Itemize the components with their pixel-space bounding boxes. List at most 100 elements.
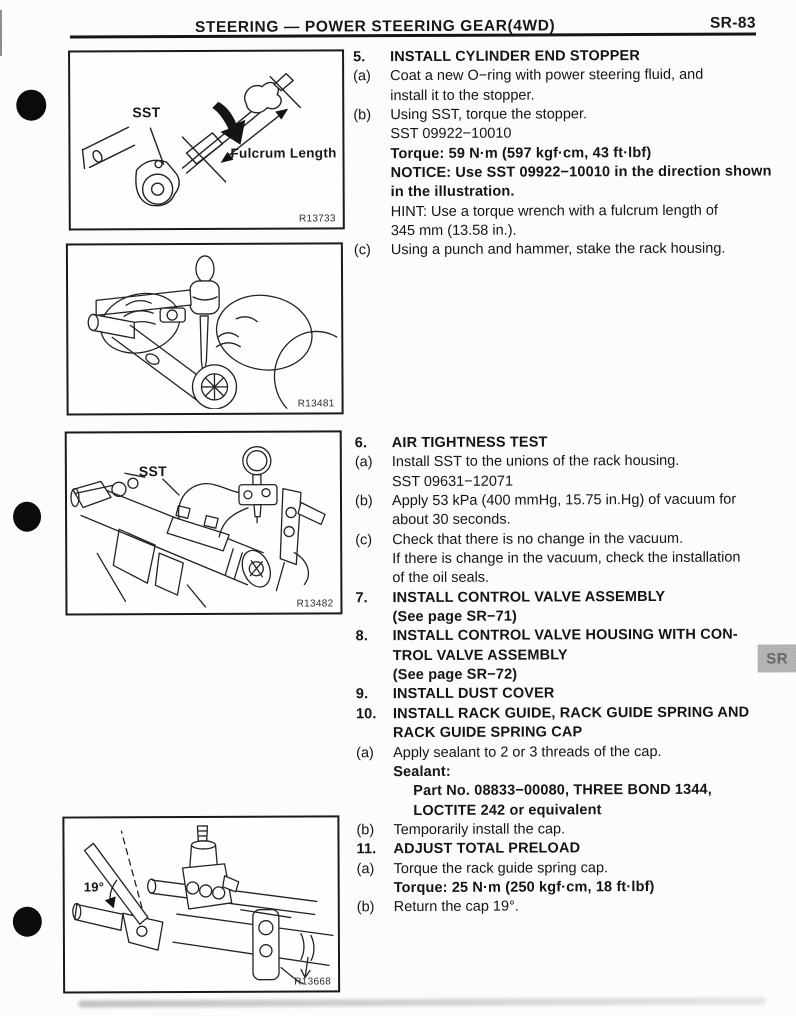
- step-text: Using SST, torque the stopper.: [390, 106, 588, 124]
- step-line: (b) Apply 53 kPa (400 mmHg, 15.75 in.Hg) …: [352, 491, 766, 512]
- step-line: of the oil seals.: [352, 568, 766, 589]
- step-text: Torque: 25 N·m (250 kgf·cm, 18 ft·lbf): [393, 878, 655, 897]
- step-marker: (a): [356, 744, 374, 761]
- step-line: SST 09922−10010: [350, 124, 764, 145]
- step-line: NOTICE: Use SST 09922−10010 in the direc…: [351, 163, 772, 184]
- figure-reference-number: R13733: [298, 213, 336, 225]
- step-line: (See page SR−72): [353, 665, 767, 686]
- step-line: (a) Torque the rack guide spring cap.: [354, 858, 768, 879]
- step-marker: 11.: [356, 841, 377, 858]
- figure-art-preload-adjust: [72, 825, 334, 985]
- step-marker: 8.: [355, 628, 369, 645]
- step-text: Part No. 08833−00080, THREE BOND 1344,: [413, 781, 712, 800]
- binder-hole: [13, 501, 42, 532]
- step-text: If there is change in the vacuum, check …: [392, 549, 741, 568]
- step-line: TROL VALVE ASSEMBLY: [353, 645, 767, 666]
- figure-art-torque-wrench: [81, 72, 301, 207]
- binder-hole: [16, 89, 47, 121]
- step-text: of the oil seals.: [392, 570, 490, 587]
- figure-box-cylinder-end-stopper: SST Fulcrum Length R13733: [68, 49, 345, 231]
- step-text: in the illustration.: [390, 183, 515, 201]
- step-line: (a)Coat a new O−ring with power steering…: [350, 66, 764, 87]
- header-rule: [69, 32, 756, 39]
- step-text: Apply 53 kPa (400 mmHg, 15.75 in.Hg) of …: [391, 491, 737, 510]
- instructions-sections-6-11: 6. AIR TIGHTNESS TEST (a) Install SST to th…: [352, 432, 768, 917]
- step-text: INSTALL RACK GUIDE, RACK GUIDE SPRING AN…: [392, 704, 750, 722]
- step-text: Install SST to the unions of the rack ho…: [391, 453, 680, 471]
- page-number: SR-83: [709, 14, 756, 32]
- scan-smudge-artifact: [78, 997, 767, 1008]
- step-marker: (a): [354, 454, 373, 471]
- step-marker: (a): [356, 860, 375, 877]
- step-line: 10. INSTALL RACK GUIDE, RACK GUIDE SPRING…: [353, 703, 767, 724]
- step-text: Torque: 59 N·m (597 kgf·cm, 43 ft·lbf): [390, 144, 652, 162]
- figure-box-air-tightness-test: SST R13482: [64, 430, 343, 616]
- step-text: INSTALL DUST COVER: [392, 685, 555, 703]
- step-line: (See page SR−71): [352, 607, 766, 628]
- step-line: 11. ADJUST TOTAL PRELOAD: [353, 839, 767, 860]
- figure-box-stake-housing: R13481: [65, 242, 344, 416]
- instructions-section-5: 5. INSTALL CYLINDER END STOPPER(a)Coat a …: [350, 46, 772, 261]
- step-text: install it to the stopper.: [390, 87, 535, 104]
- step-line: LOCTITE 242 or equivalent: [353, 800, 767, 821]
- step-marker: 10.: [355, 706, 377, 723]
- step-text: INSTALL CONTROL VALVE ASSEMBLY: [392, 588, 666, 606]
- step-line: 9. INSTALL DUST COVER: [353, 684, 767, 705]
- step-text: AIR TIGHTNESS TEST: [391, 434, 548, 452]
- step-text: RACK GUIDE SPRING CAP: [392, 724, 583, 742]
- step-line: (a) Apply sealant to 2 or 3 threads of th…: [353, 742, 767, 763]
- step-text: about 30 seconds.: [392, 511, 511, 529]
- step-marker: 7.: [355, 589, 368, 607]
- step-text: ADJUST TOTAL PRELOAD: [393, 840, 581, 858]
- step-line: (b)Using SST, torque the stopper.: [350, 105, 764, 126]
- step-line: 5. INSTALL CYLINDER END STOPPER: [350, 46, 764, 67]
- step-text: SST 09631−12071: [391, 473, 514, 490]
- step-line: Torque: 25 N·m (250 kgf·cm, 18 ft·lbf): [354, 877, 768, 898]
- step-text: (See page SR−71): [392, 608, 518, 626]
- step-text: INSTALL CYLINDER END STOPPER: [390, 48, 641, 66]
- step-text: NOTICE: Use SST 09922−10010 in the direc…: [390, 163, 772, 182]
- step-line: (b)Temporarily install the cap.: [353, 819, 767, 840]
- figure-label-fulcrum-length: Fulcrum Length: [230, 145, 337, 161]
- figure-label-angle: 19°: [83, 879, 105, 895]
- step-text: Coat a new O−ring with power steering fl…: [390, 67, 704, 85]
- step-line: about 30 seconds.: [352, 510, 766, 531]
- step-text: TROL VALVE ASSEMBLY: [392, 647, 568, 664]
- step-text: (See page SR−72): [392, 666, 518, 684]
- step-text: Torque the rack guide spring cap.: [393, 859, 609, 877]
- figure-box-adjust-preload: 19° R13668: [62, 815, 341, 994]
- figure-reference-number: R13481: [297, 398, 335, 410]
- section-tab-sr: SR: [757, 644, 796, 673]
- step-line: (a) Install SST to the unions of the rack…: [352, 452, 766, 473]
- step-text: Return the cap 19°.: [393, 898, 519, 916]
- step-line: 7. INSTALL CONTROL VALVE ASSEMBLY: [352, 587, 766, 608]
- step-text: HINT: Use a torque wrench with a fulcrum…: [390, 202, 718, 220]
- step-line: in the illustration.: [351, 182, 765, 203]
- step-text: INSTALL CONTROL VALVE HOUSING WITH CON-: [392, 627, 738, 645]
- scan-edge-artifact: [0, 9, 2, 56]
- step-line: (c) Using a punch and hammer, stake the r…: [351, 240, 765, 261]
- step-line: If there is change in the vacuum, check …: [352, 549, 766, 570]
- step-text: Sealant:: [393, 763, 451, 780]
- step-marker: (b): [354, 493, 373, 510]
- step-line: Part No. 08833−00080, THREE BOND 1344,: [353, 781, 767, 802]
- step-line: (b)Return the cap 19°.: [354, 897, 768, 918]
- step-text: 345 mm (13.58 in.).: [390, 222, 517, 240]
- step-line: 6. AIR TIGHTNESS TEST: [352, 432, 766, 453]
- binder-hole: [12, 906, 42, 937]
- step-marker: 6.: [354, 435, 368, 452]
- step-text: Check that there is no change in the vac…: [392, 530, 684, 548]
- step-line: 8. INSTALL CONTROL VALVE HOUSING WITH CON…: [353, 626, 767, 647]
- step-line: RACK GUIDE SPRING CAP: [353, 723, 767, 744]
- step-marker: 9.: [355, 686, 369, 703]
- step-marker: (c): [353, 242, 371, 259]
- figure-art-vacuum-gauge: [70, 446, 326, 608]
- step-text: Using a punch and hammer, stake the rack…: [390, 241, 726, 259]
- step-marker: 5.: [353, 49, 366, 66]
- step-text: LOCTITE 242 or equivalent: [413, 801, 602, 819]
- step-line: Sealant:: [353, 761, 767, 782]
- figure-reference-number: R13668: [294, 976, 332, 988]
- step-text: Apply sealant to 2 or 3 threads of the c…: [393, 743, 662, 761]
- step-marker: (b): [356, 822, 375, 839]
